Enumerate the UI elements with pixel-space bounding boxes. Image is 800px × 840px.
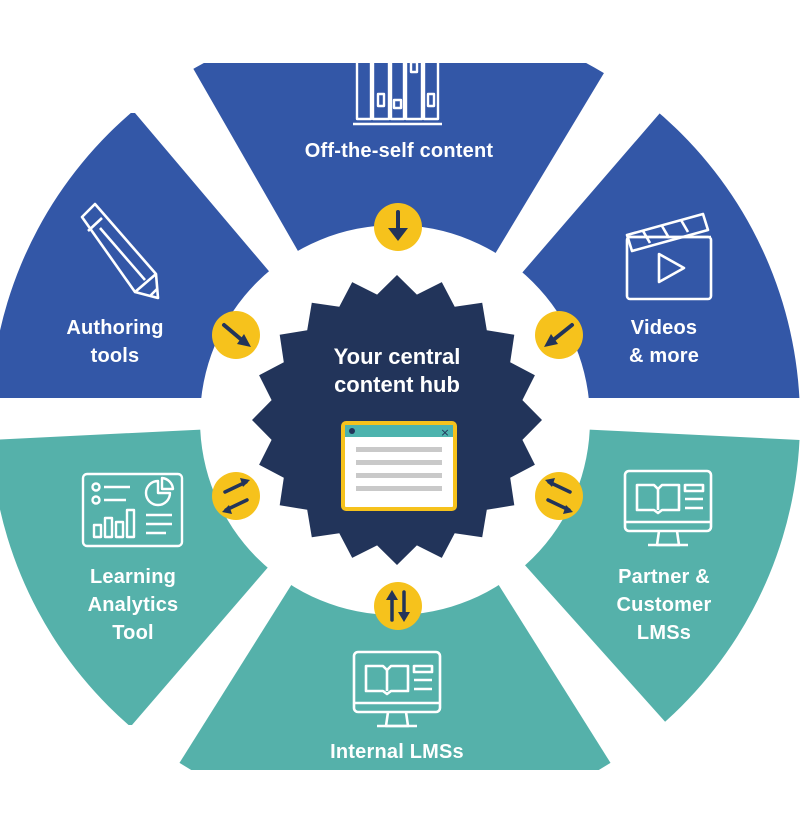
central-hub-starburst[interactable] (252, 275, 542, 565)
label-partner-line-2: Customer (617, 594, 712, 616)
analytics-dashboard-icon (81, 472, 184, 548)
window-close-glyph: × (440, 426, 449, 439)
label-authoring-line-1: Authoring (66, 317, 163, 339)
label-analytics-line-3: Tool (112, 622, 154, 644)
books-icon (353, 45, 442, 126)
monitor-book-icon (352, 650, 442, 728)
hub-title-line-1: Your central (334, 344, 461, 369)
label-partner-line-3: LMSs (637, 622, 691, 644)
label-off-the-shelf-content: Off-the-self content (305, 140, 494, 162)
label-videos-line-2: & more (629, 345, 699, 367)
clapperboard-play-icon (625, 212, 713, 301)
arrow-badge-authoring (212, 311, 260, 359)
label-internal-line-2: and HCMS (346, 769, 448, 791)
label-authoring-line-2: tools (91, 345, 140, 367)
label-analytics-line-2: Analytics (88, 594, 179, 616)
label-partner-line-1: Partner & (618, 566, 710, 588)
label-internal-line-1: Internal LMSs (330, 741, 464, 763)
arrow-badge-partner (535, 472, 583, 520)
arrow-badge-analytics (212, 472, 260, 520)
hub-title-line-2: content hub (334, 372, 460, 397)
browser-window-icon: × (341, 421, 457, 511)
label-videos-line-1: Videos (631, 317, 697, 339)
monitor-book-icon (623, 469, 713, 547)
arrow-badge-internal (374, 582, 422, 630)
label-analytics-line-1: Learning (90, 566, 176, 588)
pencil-icon (80, 202, 160, 300)
arrow-badge-off-the-shelf (374, 203, 422, 251)
arrow-badge-videos (535, 311, 583, 359)
